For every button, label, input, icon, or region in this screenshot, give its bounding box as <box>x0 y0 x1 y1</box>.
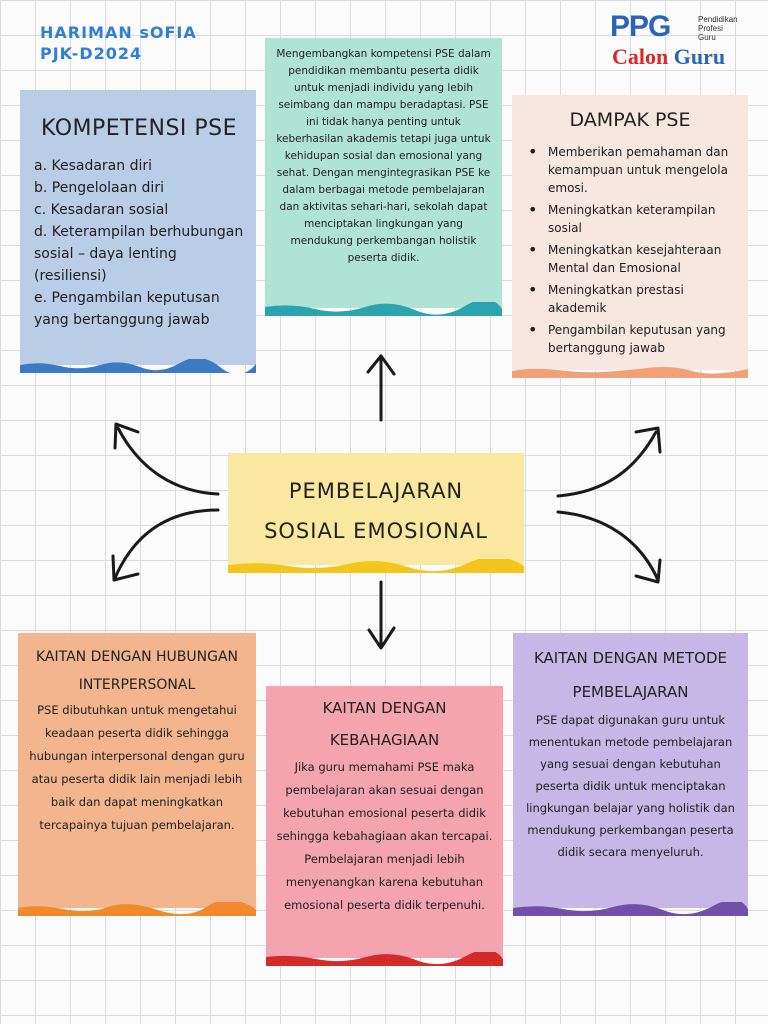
arrow-upper-left-icon <box>113 422 220 496</box>
torn-edge <box>266 952 503 966</box>
kompetensi-item: a. Kesadaran diri <box>34 158 152 174</box>
arrow-lower-left-icon <box>111 508 220 582</box>
dampak-list: Memberikan pemahaman dan kemampuan untuk… <box>522 143 738 357</box>
dampak-item: Meningkatkan prestasi akademik <box>522 281 738 317</box>
torn-edge <box>20 359 256 373</box>
hubungan-text: PSE dibutuhkan untuk mengetahui keadaan … <box>29 703 245 832</box>
author-name: HARIMAN sOFIA <box>40 23 197 42</box>
intro-card: Mengembangkan kompetensi PSE dalam pendi… <box>265 38 502 316</box>
metode-text: PSE dapat digunakan guru untuk menentuka… <box>526 713 735 859</box>
kompetensi-item: b. Pengelolaan diri <box>34 180 164 196</box>
hubungan-title-line-1: KAITAN DENGAN HUBUNGAN <box>35 649 239 665</box>
metode-title-line-1: KAITAN DENGAN METODE <box>533 649 728 667</box>
dampak-item: Pengambilan keputusan yang bertanggung j… <box>522 321 738 357</box>
kebahagiaan-title-line-1: KAITAN DENGAN <box>322 699 447 717</box>
center-title-line-2: SOSIAL EMOSIONAL <box>264 519 488 543</box>
hubungan-card: KAITAN DENGAN HUBUNGAN INTERPERSONAL PSE… <box>18 633 256 916</box>
metode-card: KAITAN DENGAN METODE PEMBELAJARAN PSE da… <box>513 633 748 916</box>
author-label: HARIMAN sOFIA PJK-D2024 <box>40 22 197 64</box>
kompetensi-item: c. Kesadaran sosial <box>34 202 169 218</box>
hubungan-title-line-2: INTERPERSONAL <box>78 677 196 693</box>
ppg-logo-subtitle: Pendidikan Profesi Guru <box>698 15 738 42</box>
arrow-lower-right-icon <box>556 510 662 584</box>
torn-edge <box>18 902 256 916</box>
kebahagiaan-title-line-2: KEBAHAGIAAN <box>329 731 440 749</box>
ppg-subtitle-line: Pendidikan <box>698 15 738 24</box>
kompetensi-item: d. Keterampilan berhubungan sosial – day… <box>34 224 244 284</box>
kebahagiaan-card: KAITAN DENGAN KEBAHAGIAAN Jika guru mema… <box>266 686 503 966</box>
arrow-down-icon <box>367 580 396 650</box>
torn-edge <box>228 559 524 573</box>
dampak-card: DAMPAK PSE Memberikan pemahaman dan kema… <box>512 95 748 378</box>
intro-text: Mengembangkan kompetensi PSE dalam pendi… <box>276 48 491 264</box>
guru-word: Guru <box>673 44 726 69</box>
center-title-line-1: PEMBELAJARAN <box>288 479 464 503</box>
calon-word: Calon <box>612 44 669 69</box>
torn-edge <box>265 302 502 316</box>
arrow-upper-right-icon <box>556 426 662 498</box>
kompetensi-list: a. Kesadaran diri b. Pengelolaan diri c.… <box>34 155 244 331</box>
metode-title-line-2: PEMBELAJARAN <box>572 683 689 701</box>
kompetensi-title: KOMPETENSI PSE <box>40 116 238 141</box>
ppg-subtitle-line: Profesi <box>698 24 723 33</box>
dampak-title: DAMPAK PSE <box>569 109 691 131</box>
author-class: PJK-D2024 <box>40 44 143 63</box>
center-title-card: PEMBELAJARAN SOSIAL EMOSIONAL <box>228 453 524 573</box>
dampak-item: Meningkatkan keterampilan sosial <box>522 201 738 237</box>
ppg-logo-mark: PPG <box>610 10 671 43</box>
kompetensi-item: e. Pengambilan keputusan yang bertanggun… <box>34 290 220 328</box>
arrow-up-icon <box>366 354 396 422</box>
ppg-logo: PPG Pendidikan Profesi Guru Calon Guru <box>608 10 748 70</box>
dampak-item: Memberikan pemahaman dan kemampuan untuk… <box>522 143 738 197</box>
kompetensi-card: KOMPETENSI PSE a. Kesadaran diri b. Peng… <box>20 90 256 373</box>
calon-guru-wordmark: Calon Guru <box>612 44 725 70</box>
ppg-subtitle-line: Guru <box>698 33 716 42</box>
kebahagiaan-text: Jika guru memahami PSE maka pembelajaran… <box>276 760 493 912</box>
torn-edge <box>512 367 748 378</box>
dampak-item: Meningkatkan kesejahteraan Mental dan Em… <box>522 241 738 277</box>
torn-edge <box>513 902 748 916</box>
